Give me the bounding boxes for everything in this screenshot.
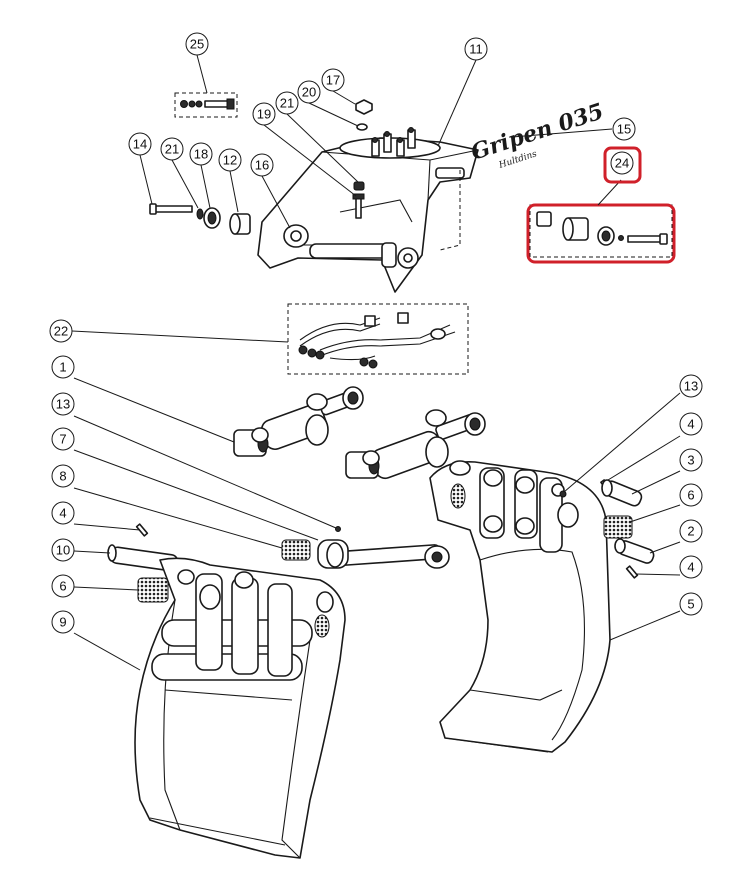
callout-6-right: 6 <box>679 483 703 507</box>
svg-text:14: 14 <box>133 137 147 152</box>
callout-4-left: 4 <box>51 501 75 525</box>
part-21-washer-left <box>196 208 204 220</box>
svg-text:17: 17 <box>326 73 340 88</box>
svg-text:13: 13 <box>56 397 70 412</box>
svg-text:10: 10 <box>56 543 70 558</box>
brand-text: Gripen 035 <box>468 98 607 165</box>
callout-16: 15 <box>612 117 636 141</box>
part-18-nut <box>355 99 373 115</box>
svg-text:22: 22 <box>54 324 68 339</box>
callout-20: 20 <box>297 80 321 104</box>
part-9-claw-left <box>134 557 346 859</box>
callout-19: 19 <box>252 102 276 126</box>
part-11-rotator-bracket <box>257 127 479 293</box>
svg-text:21: 21 <box>280 96 294 111</box>
svg-text:24: 24 <box>615 156 629 171</box>
svg-text:20: 20 <box>302 85 316 100</box>
callout-6-left: 6 <box>51 574 75 598</box>
svg-text:6: 6 <box>687 488 694 503</box>
svg-text:4: 4 <box>59 506 66 521</box>
part-13-grease-nipple-right <box>559 490 567 498</box>
part-7-link-rod <box>317 539 450 569</box>
part-1-cylinder-left <box>233 386 364 457</box>
svg-text:15: 15 <box>617 122 631 137</box>
highlight-box-24-label <box>603 146 642 184</box>
svg-text:13: 13 <box>684 379 698 394</box>
part-22-hose-kit <box>287 303 469 375</box>
part-4-spring-pin-left <box>135 523 149 537</box>
svg-text:19: 19 <box>257 107 271 122</box>
svg-text:12: 12 <box>223 153 237 168</box>
callout-21-top: 21 <box>275 91 299 115</box>
part-13-grease-nipple-left <box>335 526 341 532</box>
callout-15: 16 <box>250 153 274 177</box>
callout-24: 24 <box>603 146 642 184</box>
callout-3: 3 <box>679 448 703 472</box>
callout-22: 22 <box>49 319 73 343</box>
svg-text:7: 7 <box>59 432 66 447</box>
callout-21-left: 21 <box>160 137 184 161</box>
svg-text:2: 2 <box>687 524 694 539</box>
part-5-claw-right <box>429 460 611 753</box>
svg-text:25: 25 <box>190 37 204 52</box>
callout-13-left: 13 <box>51 392 75 416</box>
part-17-bushing <box>203 207 221 229</box>
svg-text:6: 6 <box>59 579 66 594</box>
part-3-pin-right <box>601 479 643 507</box>
callout-25: 25 <box>185 32 209 56</box>
callout-1: 1 <box>51 355 75 379</box>
callout-18: 17 <box>321 68 345 92</box>
part-1-cylinder-right <box>345 409 486 480</box>
callout-13-right: 13 <box>679 374 703 398</box>
part-14-pin <box>149 203 193 215</box>
part-6-bushing-right <box>603 515 633 539</box>
part-2-pin-right <box>614 538 655 564</box>
callout-8: 8 <box>51 464 75 488</box>
callout-9: 9 <box>51 610 75 634</box>
svg-text:11: 11 <box>469 42 483 57</box>
callout-2: 2 <box>679 519 703 543</box>
part-24-bushing-kit <box>526 203 676 264</box>
svg-text:1: 1 <box>59 360 66 375</box>
part-4-spring-pin-lower-right <box>625 565 639 579</box>
callout-11: 11 <box>464 37 488 61</box>
callout-4-lower-right: 4 <box>679 555 703 579</box>
highlight-box-24 <box>526 203 676 264</box>
svg-text:9: 9 <box>59 615 66 630</box>
svg-text:8: 8 <box>59 469 66 484</box>
callout-17: 18 <box>189 142 213 166</box>
svg-text:16: 16 <box>255 158 269 173</box>
svg-text:4: 4 <box>687 417 694 432</box>
part-6-bushing-left <box>137 577 169 603</box>
part-12-sleeve <box>229 213 251 235</box>
callout-10: 10 <box>51 538 75 562</box>
part-20-washer <box>356 123 368 131</box>
svg-text:18: 18 <box>194 147 208 162</box>
callout-4-upper-right: 4 <box>679 412 703 436</box>
svg-text:21: 21 <box>165 142 179 157</box>
callout-7: 7 <box>51 427 75 451</box>
svg-text:5: 5 <box>687 597 694 612</box>
callout-14: 14 <box>128 132 152 156</box>
callout-12: 12 <box>218 148 242 172</box>
part-8-knurled-bushing <box>281 539 311 561</box>
leader-lines <box>71 54 681 671</box>
part-25-bolt-kit <box>174 92 238 118</box>
svg-text:4: 4 <box>687 560 694 575</box>
svg-text:3: 3 <box>687 453 694 468</box>
callout-5: 5 <box>679 592 703 616</box>
